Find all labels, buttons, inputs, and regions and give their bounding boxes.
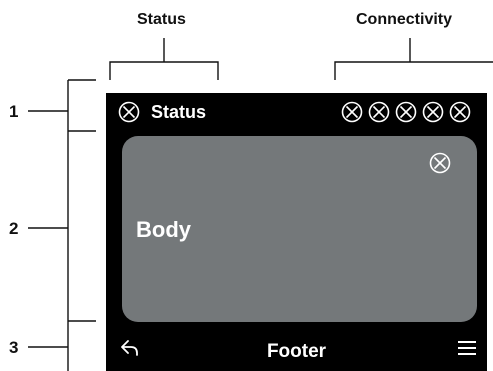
region-number-1: 1 bbox=[9, 102, 19, 121]
device-screen: Status bbox=[106, 93, 487, 371]
region-number-3: 3 bbox=[9, 338, 19, 357]
body-panel: Body bbox=[122, 136, 477, 322]
connectivity-bracket bbox=[334, 61, 493, 80]
connectivity-icon-4 bbox=[422, 101, 444, 123]
close-icon[interactable] bbox=[429, 152, 451, 174]
status-bar: Status bbox=[106, 93, 487, 131]
hamburger-menu-icon[interactable] bbox=[457, 340, 477, 356]
status-bracket bbox=[109, 61, 219, 80]
status-annotation-label: Status bbox=[137, 11, 186, 28]
connectivity-icon-5 bbox=[449, 101, 471, 123]
connectivity-icon-1 bbox=[341, 101, 363, 123]
connectivity-icon-3 bbox=[395, 101, 417, 123]
circle-x-icon bbox=[118, 101, 140, 123]
footer-label: Footer bbox=[266, 341, 327, 362]
body-label: Body bbox=[136, 217, 191, 242]
back-arrow-icon[interactable] bbox=[118, 338, 142, 360]
connectivity-icon-2 bbox=[368, 101, 390, 123]
footer-bar: Footer bbox=[106, 331, 487, 371]
region-number-2: 2 bbox=[9, 219, 19, 238]
status-title: Status bbox=[151, 102, 207, 122]
connectivity-annotation-label: Connectivity bbox=[356, 11, 453, 28]
